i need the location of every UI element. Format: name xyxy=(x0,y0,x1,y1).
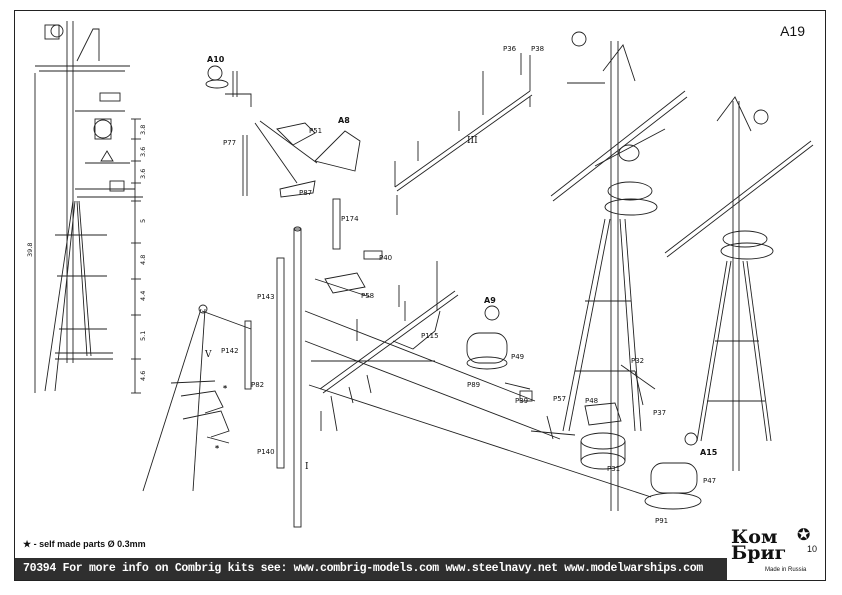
label-p39: P39 xyxy=(515,397,528,405)
label-p40: P40 xyxy=(379,254,392,262)
assembly-a15 xyxy=(308,384,702,510)
label-a8: A8 xyxy=(338,116,350,125)
assembly-a8 xyxy=(254,120,361,198)
labels: A10 A8 A9 A15 P77 P51 P87 P174 P36 P38 P… xyxy=(26,45,718,525)
dimension-segment-1: 3.8 xyxy=(139,125,147,135)
label-p89: P89 xyxy=(467,381,480,389)
label-roman-iii: III xyxy=(467,136,478,146)
dimension-segment-3: 3.6 xyxy=(139,169,147,179)
leg-brace-drawing xyxy=(142,304,252,492)
label-p47: P47 xyxy=(703,477,716,485)
assembly-drawing: A10 A8 A9 A15 P77 P51 P87 P174 P36 P38 P… xyxy=(26,21,814,528)
label-p37: P37 xyxy=(653,409,666,417)
label-p115: P115 xyxy=(421,332,439,340)
assembly-a10 xyxy=(205,65,252,196)
label-p77: P77 xyxy=(223,139,236,147)
brand-logo: Ком Бриг xyxy=(731,526,787,564)
label-p87: P87 xyxy=(299,189,312,197)
label-p48: P48 xyxy=(585,397,598,405)
mast-profile-drawing xyxy=(34,21,143,394)
label-a9: A9 xyxy=(484,296,496,305)
page-number: 10 xyxy=(807,544,818,554)
label-p49: P49 xyxy=(511,353,524,361)
assembly-a9 xyxy=(466,305,533,402)
self-made-note: ★ - self made parts Ø 0.3mm xyxy=(23,539,146,549)
assembly-p48 xyxy=(530,364,656,470)
footer-text: 70394 For more info on Combrig kits see:… xyxy=(23,562,703,575)
dimension-segment-8: 4.6 xyxy=(139,371,147,381)
dimension-segment-2: 3.6 xyxy=(139,147,147,157)
brand-tagline: Made in Russia xyxy=(765,567,807,573)
label-p51: P51 xyxy=(309,127,322,135)
label-p36: P36 xyxy=(503,45,517,53)
label-roman-i: I xyxy=(305,462,309,472)
label-p32: P32 xyxy=(631,357,644,365)
mast-assembly-left xyxy=(550,31,688,511)
yard-middle xyxy=(304,261,561,440)
label-p57: P57 xyxy=(553,395,566,403)
main-pole xyxy=(244,198,341,528)
label-a10: A10 xyxy=(207,55,225,64)
footer-bar: 70394 For more info on Combrig kits see:… xyxy=(15,558,825,580)
star-icon: ✪ xyxy=(797,525,811,544)
mast-assembly-right xyxy=(664,96,814,471)
instruction-sheet: A10 A8 A9 A15 P77 P51 P87 P174 P36 P38 P… xyxy=(14,10,826,581)
dimension-segment-5: 4.8 xyxy=(139,255,147,265)
self-made-mark: * xyxy=(215,444,220,453)
label-p174: P174 xyxy=(341,215,359,223)
yard-upper xyxy=(394,53,533,215)
label-roman-v: V xyxy=(204,350,212,360)
label-a15: A15 xyxy=(700,448,718,457)
label-p31: P31 xyxy=(607,465,620,473)
dimension-segment-7: 5.1 xyxy=(139,331,147,341)
label-p91: P91 xyxy=(655,517,668,525)
label-p140: P140 xyxy=(257,448,275,456)
dimension-segment-4: 5 xyxy=(139,219,147,223)
page-code: A19 xyxy=(780,23,805,39)
label-p143: P143 xyxy=(257,293,275,301)
dimension-segment-6: 4.4 xyxy=(139,291,147,301)
self-made-mark: * xyxy=(223,384,228,393)
dimension-total: 39.8 xyxy=(26,243,34,257)
parts-p40-p58 xyxy=(314,250,383,298)
label-p38: P38 xyxy=(531,45,544,53)
label-p82: P82 xyxy=(251,381,264,389)
label-p58: P58 xyxy=(361,292,374,300)
brand-block: Ком Бриг ✪ 10 Made in Russia xyxy=(727,523,825,580)
label-p142: P142 xyxy=(221,347,239,355)
